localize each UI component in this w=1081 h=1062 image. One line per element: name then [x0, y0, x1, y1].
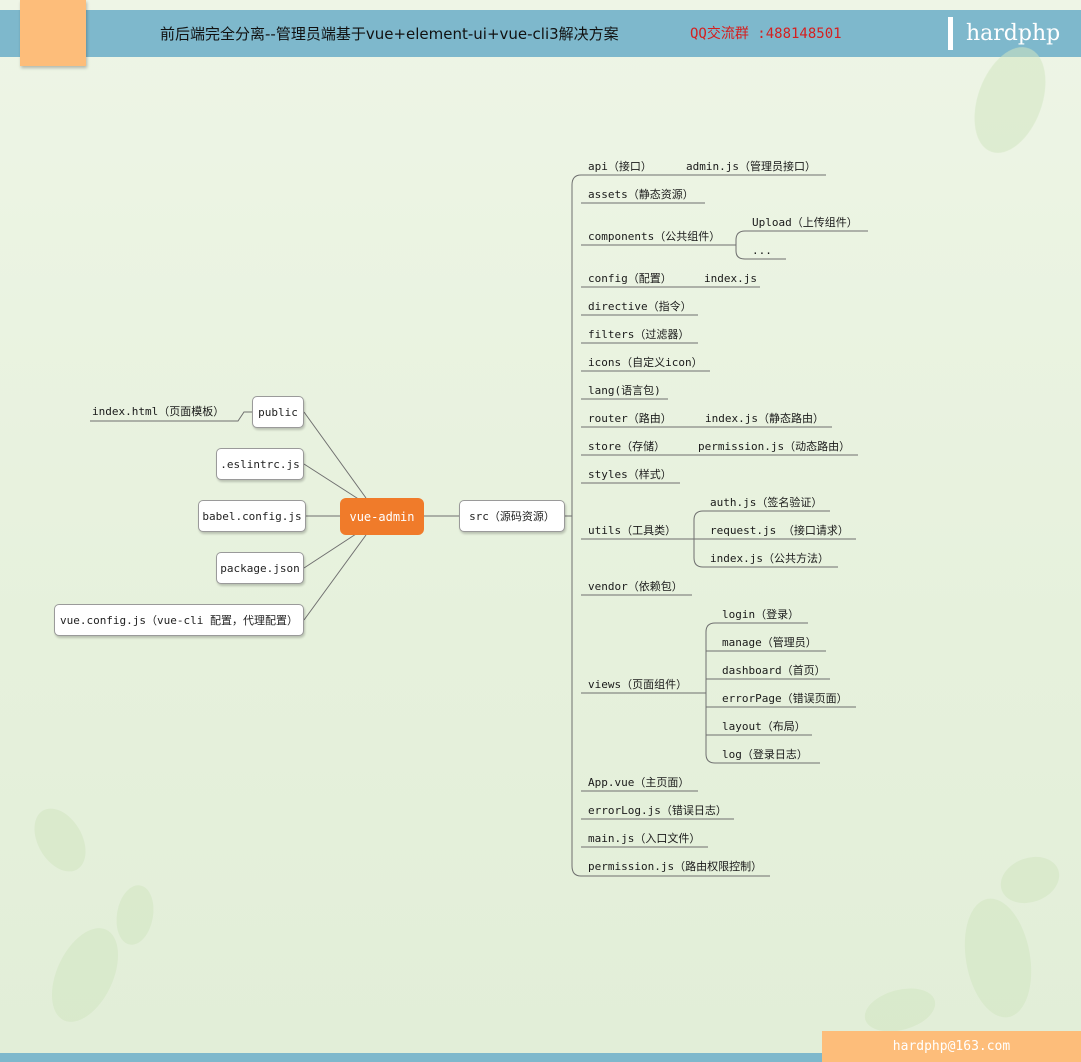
- item-utils: utils（工具类）: [588, 524, 677, 537]
- page-title: 前后端完全分离--管理员端基于vue+element-ui+vue-cli3解决…: [160, 25, 619, 43]
- node-public[interactable]: public: [252, 396, 304, 428]
- qq-group-label: QQ交流群 :488148501: [690, 26, 842, 42]
- item-components-upload: Upload（上传组件）: [752, 216, 858, 229]
- item-utils-auth: auth.js（签名验证）: [710, 496, 823, 509]
- item-permission-js: permission.js（路由权限控制）: [588, 860, 763, 873]
- item-config: config（配置）: [588, 272, 672, 285]
- node-index-html: index.html（页面模板）: [92, 405, 225, 418]
- footer-email: hardphp@163.com: [822, 1031, 1081, 1062]
- item-store: store（存储）: [588, 440, 666, 453]
- item-components: components（公共组件）: [588, 230, 721, 243]
- item-utils-index: index.js（公共方法）: [710, 552, 829, 565]
- item-errorlog: errorLog.js（错误日志）: [588, 804, 727, 817]
- node-vue-config[interactable]: vue.config.js（vue-cli 配置，代理配置）: [54, 604, 304, 636]
- item-api: api（接口）: [588, 160, 652, 173]
- item-views: views（页面组件）: [588, 678, 688, 691]
- item-icons: icons（自定义icon）: [588, 356, 703, 369]
- item-main-js: main.js（入口文件）: [588, 832, 701, 845]
- item-views-manage: manage（管理员）: [722, 636, 817, 649]
- item-views-errorpage: errorPage（错误页面）: [722, 692, 848, 705]
- brand-divider: [948, 17, 953, 50]
- item-vendor: vendor（依赖包）: [588, 580, 683, 593]
- item-views-login: login（登录）: [722, 608, 800, 621]
- item-views-layout: layout（布局）: [722, 720, 806, 733]
- item-components-more: ...: [752, 244, 772, 257]
- brand-name: hardphp: [966, 21, 1061, 46]
- item-store-permission: permission.js（动态路由）: [698, 440, 851, 453]
- item-lang: lang(语言包): [588, 384, 661, 397]
- node-babel-config[interactable]: babel.config.js: [198, 500, 306, 532]
- root-node[interactable]: vue-admin: [340, 498, 424, 535]
- node-src[interactable]: src（源码资源）: [459, 500, 565, 532]
- item-config-index: index.js: [704, 272, 757, 285]
- item-views-dashboard: dashboard（首页）: [722, 664, 826, 677]
- header-bar: [0, 10, 1081, 57]
- footer-bar: [0, 1053, 1081, 1062]
- item-api-admin: admin.js（管理员接口）: [686, 160, 816, 173]
- corner-decoration: [20, 0, 86, 66]
- item-router-index: index.js（静态路由）: [705, 412, 824, 425]
- item-utils-request: request.js （接口请求）: [710, 524, 849, 537]
- item-directive: directive（指令）: [588, 300, 692, 313]
- item-assets: assets（静态资源）: [588, 188, 694, 201]
- item-views-log: log（登录日志）: [722, 748, 808, 761]
- item-filters: filters（过滤器）: [588, 328, 690, 341]
- item-styles: styles（样式）: [588, 468, 672, 481]
- node-eslintrc[interactable]: .eslintrc.js: [216, 448, 304, 480]
- node-package-json[interactable]: package.json: [216, 552, 304, 584]
- item-router: router（路由）: [588, 412, 672, 425]
- item-app-vue: App.vue（主页面）: [588, 776, 690, 789]
